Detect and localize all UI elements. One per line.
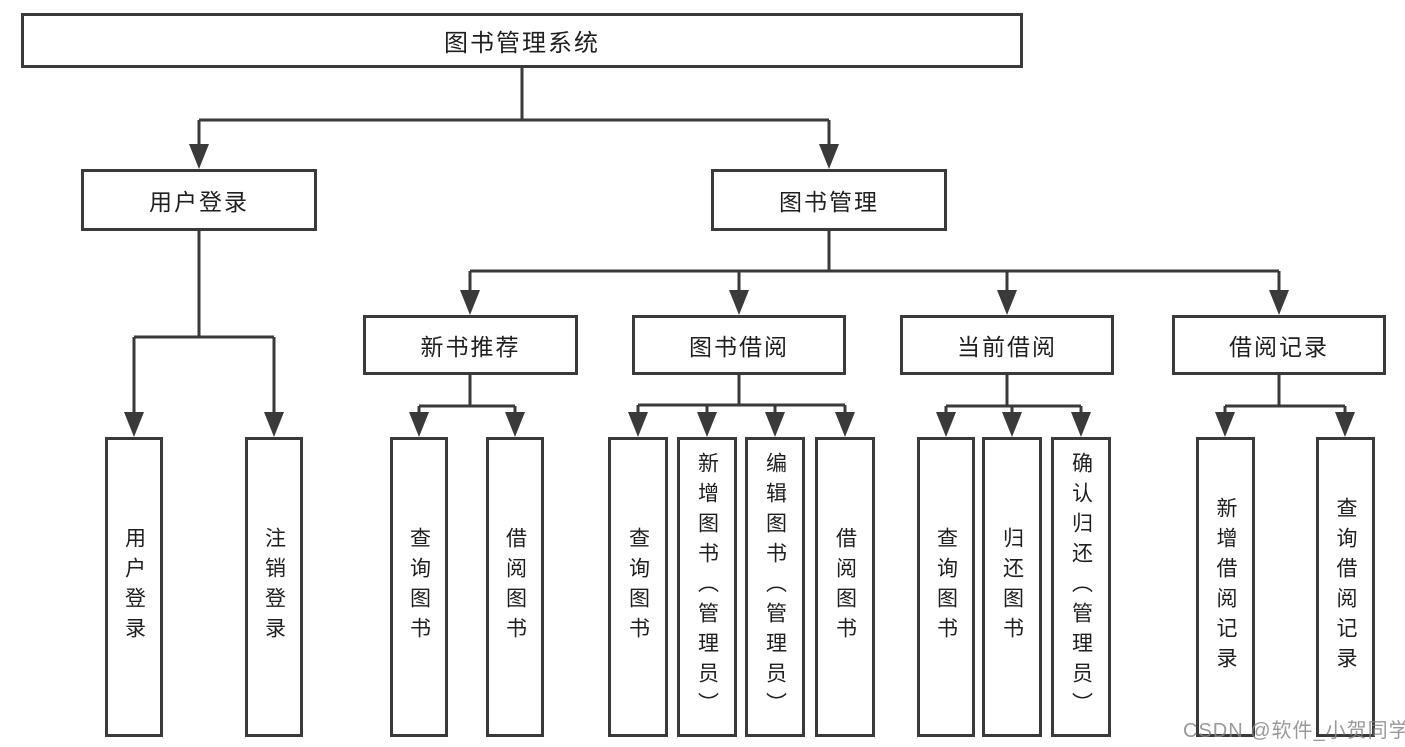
connector-bookborrow-to-leaves xyxy=(628,375,855,437)
leaf-borrow-books: 借阅图书 xyxy=(815,437,875,737)
node-book-borrowing: 图书借阅 xyxy=(632,315,846,375)
leaf-query-books-rec: 查询图书 xyxy=(390,437,448,737)
node-user-login-branch: 用户登录 xyxy=(81,169,317,231)
leaf-logout: 注销登录 xyxy=(245,437,303,737)
connector-borrowrecords-to-leaves xyxy=(1215,375,1355,437)
node-borrowing-records: 借阅记录 xyxy=(1172,315,1386,375)
leaf-return-books: 归还图书 xyxy=(982,437,1042,737)
node-book-management: 图书管理 xyxy=(711,169,947,231)
leaf-query-borrow-record: 查询借阅记录 xyxy=(1316,437,1375,737)
connector-userlogin-to-leaves xyxy=(124,231,284,437)
connector-bookmgmt-to-level3 xyxy=(460,231,1289,315)
leaf-confirm-return-admin: 确认归还（管理员） xyxy=(1051,437,1111,737)
connector-currentborrow-to-leaves xyxy=(936,375,1091,437)
node-root-system: 图书管理系统 xyxy=(21,13,1023,68)
leaf-query-books-borrow: 查询图书 xyxy=(608,437,668,737)
node-current-borrowing: 当前借阅 xyxy=(900,315,1114,375)
connector-root-to-level2 xyxy=(189,68,839,169)
connector-newbookrec-to-leaves xyxy=(409,375,525,437)
leaf-user-login: 用户登录 xyxy=(105,437,163,737)
leaf-add-borrow-record: 新增借阅记录 xyxy=(1196,437,1255,737)
node-new-book-recommendation: 新书推荐 xyxy=(363,315,578,375)
csdn-watermark: CSDN @软件_小贺同学 xyxy=(1183,720,1405,742)
leaf-query-books-current: 查询图书 xyxy=(917,437,975,737)
leaf-borrow-books-rec: 借阅图书 xyxy=(486,437,544,737)
leaf-edit-books-admin: 编辑图书（管理员） xyxy=(745,437,805,737)
leaf-add-books-admin: 新增图书（管理员） xyxy=(677,437,737,737)
